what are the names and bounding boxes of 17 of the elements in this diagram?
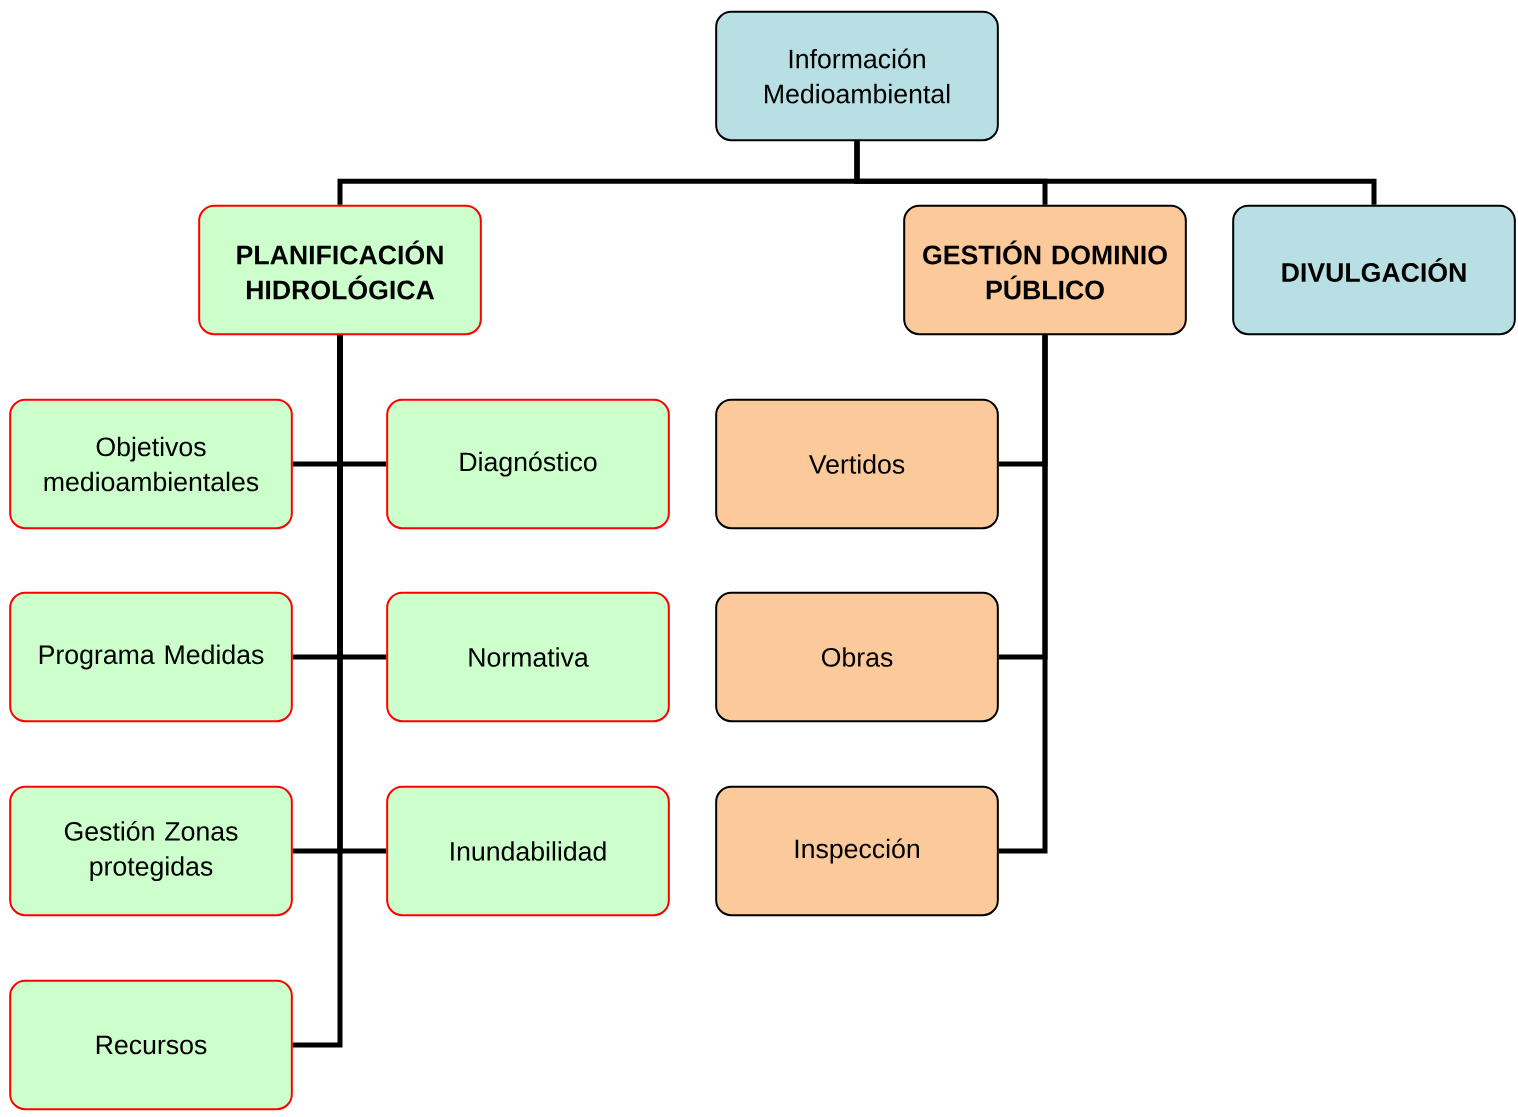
category-box: DIVULGACIÓN [1232,204,1516,336]
item-box: Inspección [715,785,999,917]
connector-line [998,335,1048,854]
root-box: Información Medioambiental [715,10,999,142]
category-box: GESTIÓN DOMINIO PÚBLICO [903,204,1187,336]
item-box: Gestión Zonas protegidas [9,785,293,917]
item-box: Recursos [9,979,293,1111]
connector-line [292,335,343,1048]
item-box: Objetivos medioambientales [9,398,293,530]
item-box: Programa Medidas [9,591,293,723]
item-box: Vertidos [715,398,999,530]
connector-line [854,141,1377,205]
category-box: PLANIFICACIÓN HIDROLÓGICA [198,204,482,336]
item-box: Obras [715,591,999,723]
item-box: Diagnóstico [386,398,670,530]
item-box: Normativa [386,591,670,723]
item-box: Inundabilidad [386,785,670,917]
